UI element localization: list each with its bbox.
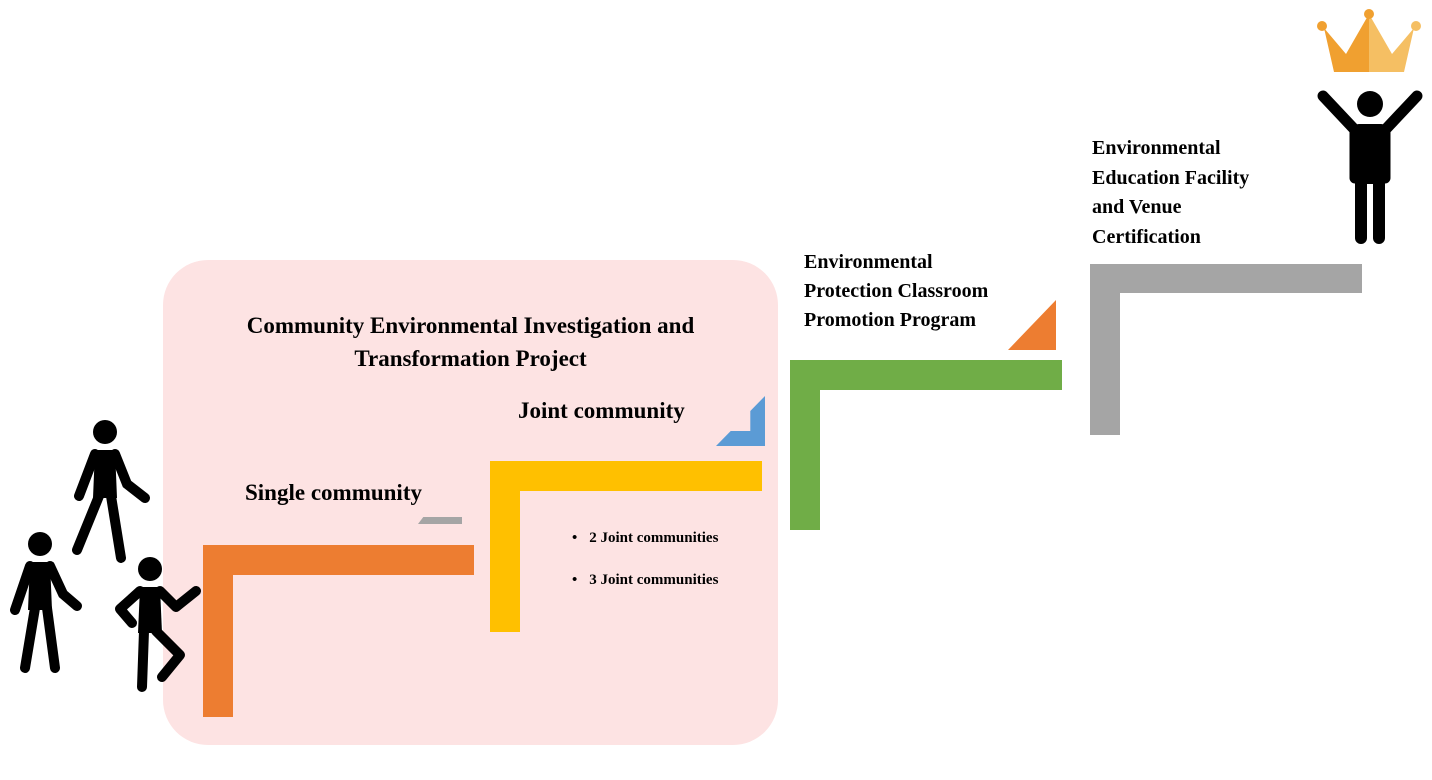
gray-accent <box>418 517 462 524</box>
step3-label-line: Protection Classroom <box>804 280 989 302</box>
step1-top <box>203 545 474 575</box>
walking-person-icon <box>10 532 82 673</box>
step1-label: Single community <box>245 480 422 505</box>
bullet-text: 3 Joint communities <box>589 572 719 588</box>
step3-label-line: Environmental <box>804 251 933 273</box>
step3-label: Environmental Protection Classroom Promo… <box>804 248 988 335</box>
step4-label-line: Environmental <box>1092 137 1221 159</box>
step4-label-line: Certification <box>1092 225 1201 248</box>
step4-label-line: and Venue <box>1092 196 1182 218</box>
project-panel <box>163 260 778 745</box>
step2-label: Joint community <box>518 398 685 423</box>
step4-riser <box>1090 264 1120 435</box>
project-title-line1: Community Environmental Investigation an… <box>246 313 695 338</box>
winner-person-icon <box>1317 90 1423 244</box>
step3-top <box>790 360 1062 390</box>
bullet-item: •2 Joint communities <box>572 530 719 546</box>
step3-riser <box>790 360 820 530</box>
crown-icon <box>1317 9 1421 72</box>
step4-label: Environmental Education Facility and Ven… <box>1092 134 1249 252</box>
step2-top <box>490 461 762 491</box>
step4-top <box>1090 264 1362 293</box>
bullet-text: 2 Joint communities <box>589 530 719 546</box>
orange-triangle-icon <box>1008 300 1056 350</box>
step1-riser <box>203 545 233 717</box>
bullet-item: •3 Joint communities <box>572 572 719 588</box>
step4-label-line: Education Facility <box>1092 166 1250 189</box>
bullet-list: •2 Joint communities •3 Joint communitie… <box>572 517 718 601</box>
step3-label-line: Promotion Program <box>804 309 977 331</box>
climbing-person-icon <box>115 557 201 692</box>
walking-person-icon <box>72 420 150 563</box>
project-title-line2: Transformation Project <box>354 346 587 371</box>
project-title: Community Environmental Investigation an… <box>163 309 778 375</box>
step2-riser <box>490 461 520 632</box>
